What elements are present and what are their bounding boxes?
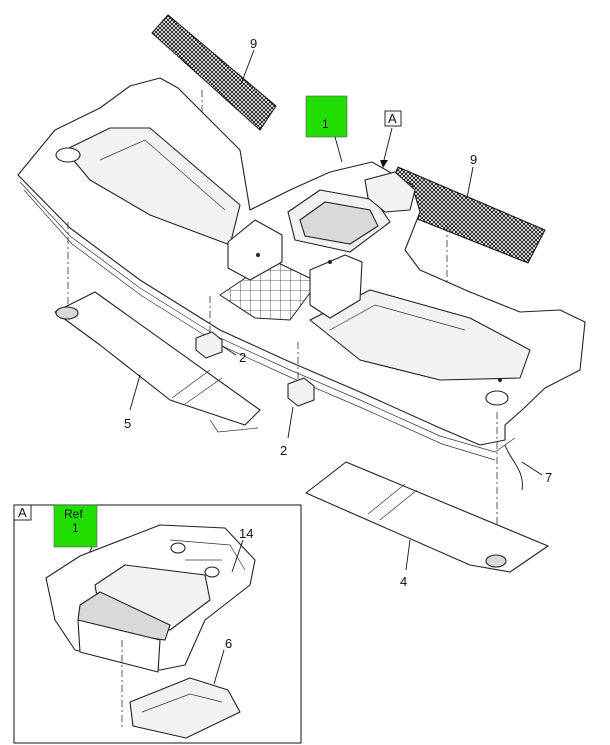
compartment-cover	[129, 677, 241, 739]
label-part-2-upper: 2	[239, 350, 246, 365]
mesh-filter-top	[151, 14, 277, 131]
label-part-5: 5	[124, 416, 131, 431]
label-part-9-right: 9	[470, 152, 477, 167]
label-part-1: 1	[322, 117, 329, 131]
visor-clip-upper	[195, 331, 223, 359]
label-view-a: A	[388, 111, 397, 126]
detail-a-tag	[13, 504, 32, 521]
wire-harness	[504, 444, 523, 491]
overhead-console-assembly	[17, 77, 586, 461]
visor-clip-lower	[287, 377, 315, 407]
label-part-6: 6	[225, 636, 232, 651]
detail-view-a: A Ref 1 14 6	[13, 504, 302, 744]
sun-visor-left	[54, 291, 261, 433]
label-ref-1: 1	[72, 521, 79, 535]
label-part-2-lower: 2	[280, 443, 287, 458]
label-part-9-top: 9	[250, 36, 257, 51]
callout-box-part-1	[305, 95, 348, 138]
label-part-7: 7	[545, 470, 552, 485]
label-detail-a: A	[18, 505, 27, 520]
label-part-4: 4	[400, 574, 407, 589]
label-part-14: 14	[239, 526, 253, 541]
callout-box-ref-1	[53, 504, 98, 548]
knob-left	[55, 147, 81, 163]
view-a-arrow	[380, 160, 388, 168]
label-ref: Ref	[64, 507, 83, 521]
sun-visor-right	[305, 461, 549, 573]
knob-right	[485, 390, 509, 406]
view-a-box	[384, 110, 402, 127]
